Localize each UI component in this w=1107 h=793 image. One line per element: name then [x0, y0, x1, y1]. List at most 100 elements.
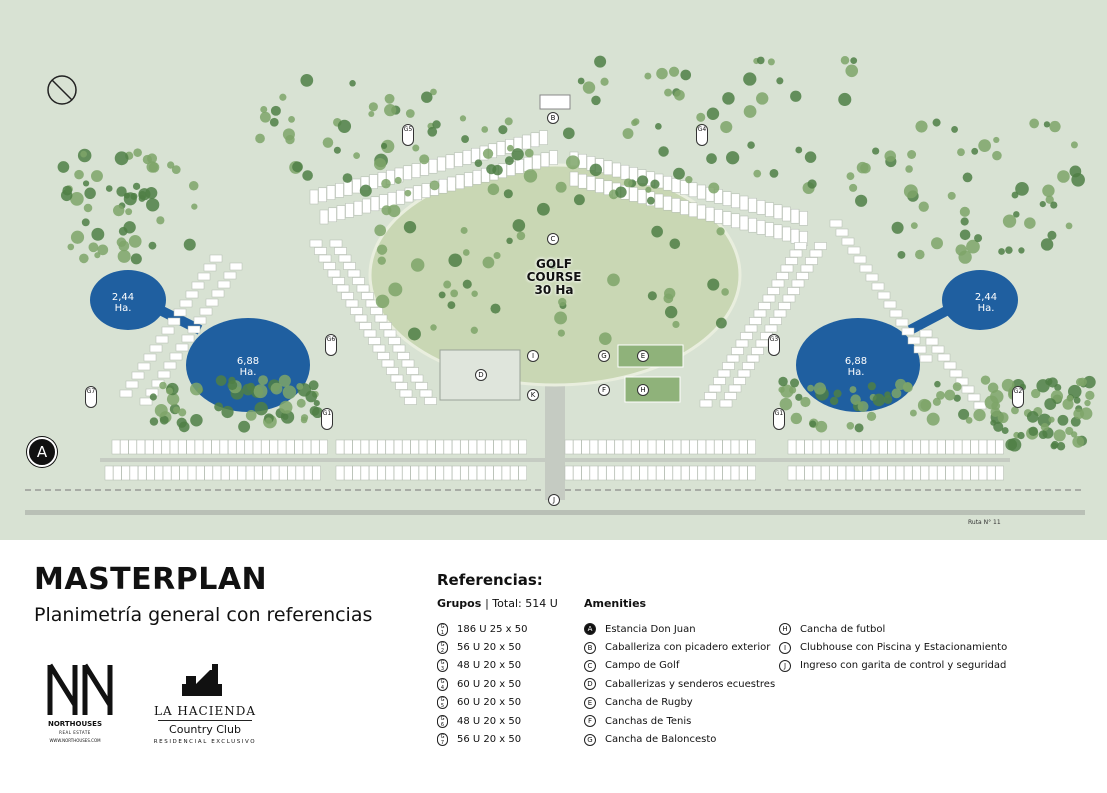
group-marker-g5[interactable]: G5 [402, 124, 414, 146]
marker-c[interactable]: C [547, 233, 559, 245]
tree [895, 378, 907, 391]
marker-j[interactable]: J [548, 494, 560, 506]
group-text: 48 U 20 x 50 [457, 660, 522, 672]
lot [945, 465, 954, 481]
tree [1048, 416, 1055, 423]
marker-i[interactable]: I [527, 350, 539, 362]
lot [395, 382, 408, 390]
tree [743, 72, 757, 86]
lot [162, 465, 172, 481]
lot [829, 439, 838, 455]
tree [1007, 438, 1022, 452]
lot [402, 439, 411, 455]
lot [295, 465, 305, 481]
lot [705, 439, 715, 455]
marker-e[interactable]: E [637, 350, 649, 362]
marker-a[interactable]: A [27, 437, 57, 467]
group-marker-g7[interactable]: G7 [85, 386, 97, 408]
tree [1065, 222, 1073, 230]
tree [778, 376, 788, 387]
lot [804, 439, 813, 455]
marker-g[interactable]: G [598, 350, 610, 362]
lot [336, 205, 346, 220]
tree [850, 57, 858, 65]
lot [445, 154, 455, 170]
tree [644, 72, 652, 80]
lot [791, 279, 805, 288]
lot [865, 273, 879, 282]
lot [515, 159, 524, 174]
lot [451, 465, 461, 481]
tree [855, 194, 868, 207]
group-text: 48 U 20 x 50 [457, 715, 522, 727]
tree [1029, 118, 1040, 129]
tree [706, 107, 720, 120]
lot [161, 326, 175, 335]
tree [1073, 408, 1085, 420]
marker-b[interactable]: B [547, 112, 559, 124]
lot [435, 439, 444, 455]
lot [606, 439, 615, 455]
lot [464, 172, 473, 187]
tree [149, 417, 159, 426]
tree [481, 126, 489, 133]
tree [1036, 379, 1050, 393]
marker-f[interactable]: F [598, 384, 610, 396]
lot [387, 192, 397, 207]
tree [296, 383, 304, 390]
lot [733, 377, 746, 385]
lot [739, 439, 748, 455]
tree [1043, 121, 1051, 128]
marker-d[interactable]: D [475, 369, 487, 381]
tree [931, 237, 943, 250]
lot [185, 290, 199, 299]
marker-h[interactable]: H [637, 384, 649, 396]
amenity-badge-icon: C [584, 659, 596, 672]
tree [715, 317, 727, 329]
tree [813, 382, 827, 395]
lot [829, 219, 843, 228]
northouses-logo [47, 663, 113, 715]
lot [663, 195, 672, 211]
lot [937, 353, 951, 362]
lot [664, 439, 673, 455]
group-marker-g3[interactable]: G3 [768, 334, 780, 356]
lot [350, 307, 363, 315]
group-marker-g1-left[interactable]: G1 [321, 408, 333, 430]
tree [312, 407, 323, 419]
tree [891, 221, 904, 234]
marker-k[interactable]: K [527, 389, 539, 401]
tree [1057, 414, 1069, 426]
tree [600, 77, 609, 86]
lot [309, 189, 319, 205]
tree [412, 144, 420, 152]
tree [419, 154, 430, 165]
tree [674, 89, 685, 101]
lot [739, 215, 749, 231]
tree [410, 258, 425, 272]
lot [334, 247, 347, 255]
tree [70, 192, 84, 206]
tree [815, 420, 828, 433]
group-marker-g4[interactable]: G4 [696, 124, 708, 146]
group-marker-g2[interactable]: G2 [1012, 386, 1024, 408]
lot [620, 164, 630, 180]
group-marker-g6[interactable]: G6 [325, 334, 337, 356]
tree [846, 172, 855, 181]
amenity-text: Ingreso con garita de control y segurida… [800, 660, 1007, 672]
lot [688, 182, 698, 198]
tree [471, 290, 478, 297]
tree [114, 151, 129, 166]
tree [302, 170, 313, 181]
tree [915, 120, 928, 133]
tree [562, 127, 575, 140]
group-marker-g1-right[interactable]: G1 [773, 408, 785, 430]
lot [354, 314, 368, 323]
tree [998, 248, 1005, 255]
tree [849, 386, 857, 394]
lot [344, 439, 353, 455]
tree [84, 187, 96, 200]
tree [450, 289, 459, 298]
lot [385, 465, 395, 481]
